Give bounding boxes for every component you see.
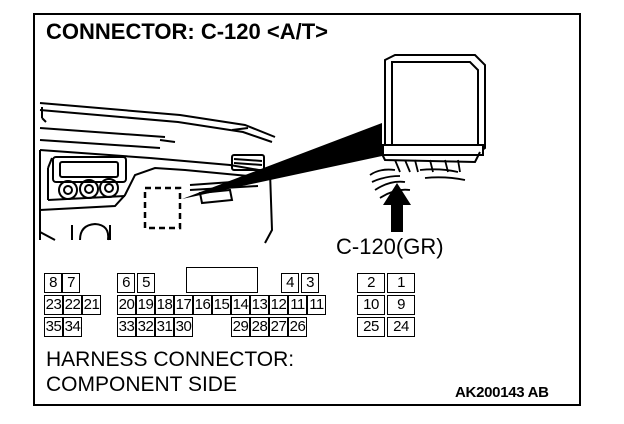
connector-pin: 4	[281, 273, 299, 293]
connector-pin: 14	[231, 295, 250, 315]
connector-pin: 26	[288, 317, 307, 337]
connector-pin: 1	[387, 273, 415, 293]
connector-pin: 34	[63, 317, 82, 337]
ecu-unit-illustration	[369, 54, 486, 199]
connector-pin: 23	[44, 295, 63, 315]
connector-pin: 32	[136, 317, 155, 337]
harness-caption-line2: COMPONENT SIDE	[46, 373, 237, 396]
connector-pin: 9	[387, 295, 415, 315]
connector-pin: 18	[155, 295, 174, 315]
connector-pin: 11	[288, 295, 307, 315]
connector-pin: 24	[387, 317, 415, 337]
figure-title: CONNECTOR: C-120 <A/T>	[46, 19, 328, 44]
connector-pin: 15	[212, 295, 231, 315]
callout-wedge	[182, 123, 382, 199]
connector-pin: 33	[117, 317, 136, 337]
connector-pin: 13	[250, 295, 269, 315]
connector-pin: 29	[231, 317, 250, 337]
connector-pin: 21	[82, 295, 101, 315]
connector-pin: 25	[357, 317, 385, 337]
connector-pin: 8	[44, 273, 62, 293]
figure-code: AK200143 AB	[455, 384, 549, 401]
connector-pin: 10	[357, 295, 385, 315]
connector-pin: 31	[155, 317, 174, 337]
dashboard-illustration	[39, 102, 276, 244]
connector-pin: 20	[117, 295, 136, 315]
connector-pin: 12	[269, 295, 288, 315]
connector-pin: 19	[136, 295, 155, 315]
connector-pin: 2	[357, 273, 385, 293]
connector-pin: 16	[193, 295, 212, 315]
connector-pin: 22	[63, 295, 82, 315]
connector-pin: 5	[137, 273, 155, 293]
connector-key-block	[186, 267, 258, 293]
connector-callout-label: C-120(GR)	[336, 234, 444, 259]
connector-pin: 17	[174, 295, 193, 315]
connector-pin: 3	[301, 273, 319, 293]
connector-pin: 28	[250, 317, 269, 337]
harness-caption-line1: HARNESS CONNECTOR:	[46, 348, 295, 371]
arrow-up-icon	[383, 183, 411, 232]
connector-pin: 30	[174, 317, 193, 337]
connector-location-box	[143, 186, 182, 230]
figure-frame	[33, 13, 581, 406]
connector-pin: 7	[62, 273, 80, 293]
connector-pin: 6	[117, 273, 135, 293]
connector-pin: 27	[269, 317, 288, 337]
connector-pin: 35	[44, 317, 63, 337]
connector-pin: 11	[307, 295, 326, 315]
